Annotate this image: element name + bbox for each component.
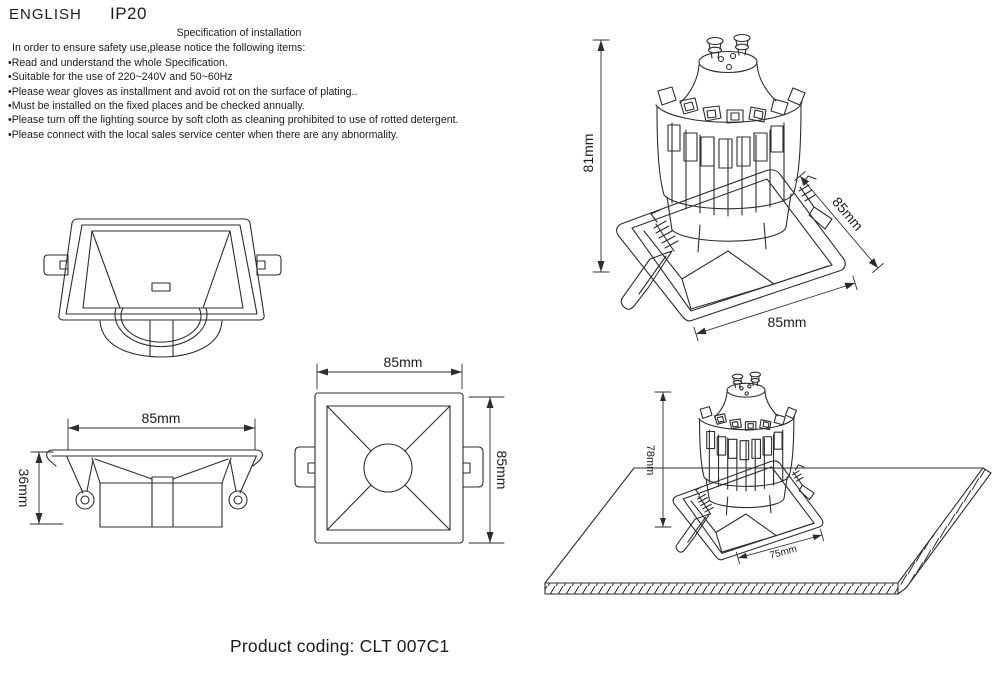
spec-item: •Suitable for the use of 220~240V and 50… (8, 71, 233, 84)
spec-item: •Read and understand the whole Specifica… (8, 56, 228, 69)
dim-label-side-width: 85mm (142, 410, 181, 426)
dimension-width: 85mm (317, 354, 462, 389)
dimension-width-85: 85mm (694, 276, 857, 340)
side-mount-tabs (295, 447, 483, 487)
product-coding: Product coding: CLT 007C1 (230, 636, 450, 656)
dim-label-front-width: 85mm (384, 354, 423, 370)
trim-body (59, 219, 264, 320)
spec-intro: In order to ensure safety use,please not… (12, 42, 306, 55)
dim-label-iso-width: 85mm (768, 314, 807, 330)
rear-cup (100, 321, 222, 357)
spec-item: •Must be installed on the fixed places a… (8, 100, 305, 113)
dim-label-iso-height: 81mm (580, 134, 596, 173)
dimension-cutout-75: 75mm (736, 529, 823, 564)
isometric-view-drawing: 81mm 85mm 85mm (580, 33, 910, 345)
spring-clips (67, 457, 256, 509)
dim-label-cutout: 75mm (768, 544, 798, 562)
dim-label-iso-side: 85mm (829, 194, 866, 234)
side-mount-tabs (44, 255, 281, 275)
dim-label-side-height: 36mm (16, 469, 32, 508)
dimension-width: 85mm (68, 410, 255, 450)
specification-block: Specification of installation In order t… (8, 26, 470, 142)
dimension-side-85: 85mm (795, 172, 884, 273)
spec-item: •Please wear gloves as installment and a… (8, 85, 358, 98)
front-view-drawing: 85mm 85mm (293, 354, 510, 560)
dim-label-protrusion: 78mm (644, 445, 656, 476)
dimension-height: 36mm (16, 452, 63, 524)
trim-face (315, 393, 463, 543)
spec-item: •Please turn off the lighting source by … (8, 114, 459, 127)
dim-label-front-height: 85mm (494, 451, 510, 490)
language-label: ENGLISH (9, 6, 82, 23)
ceiling-panel (545, 468, 991, 594)
side-view-drawing: 85mm 36mm (16, 410, 300, 560)
fixture-isometric (615, 33, 846, 322)
spec-item: •Please connect with the local sales ser… (8, 128, 399, 141)
lamp-opening (115, 283, 207, 347)
dimension-height: 85mm (469, 397, 510, 543)
fixture-mounted (672, 371, 824, 561)
front-perspective-drawing (40, 205, 285, 365)
spec-title: Specification of installation (176, 27, 302, 39)
fixture-profile (47, 450, 263, 527)
ip-rating-label: IP20 (110, 4, 147, 23)
ceiling-mount-drawing: 78mm 75mm (540, 371, 1000, 602)
dimension-protrusion-78: 78mm (644, 392, 671, 527)
dimension-height-81: 81mm (580, 40, 609, 272)
